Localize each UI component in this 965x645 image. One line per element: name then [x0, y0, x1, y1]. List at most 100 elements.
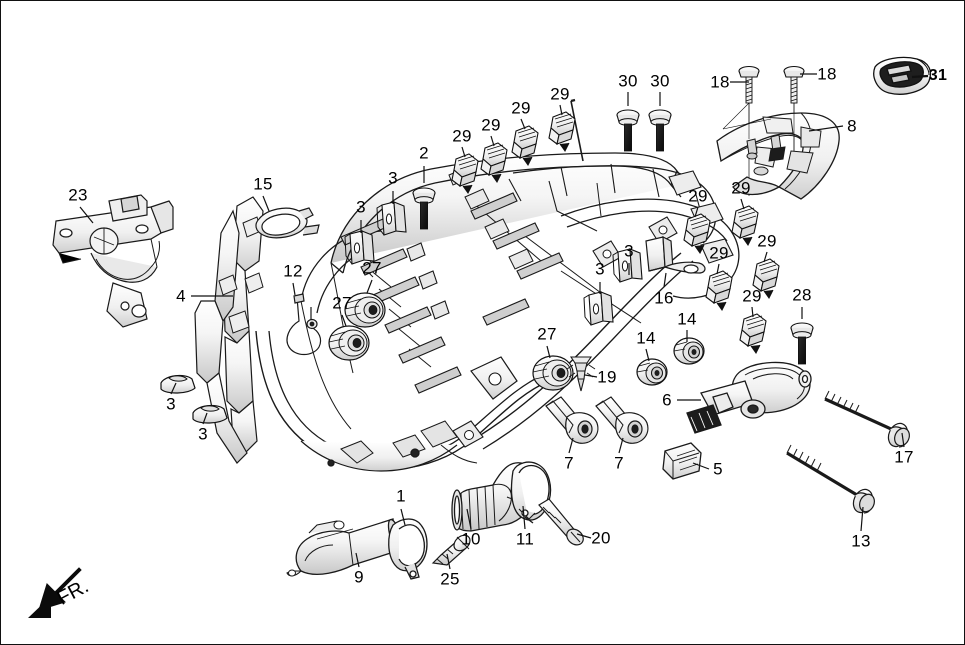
callout-rubber-grommet-31: 27: [332, 293, 352, 313]
leader-line-highlighted-pad-45: [911, 74, 929, 79]
leader-line-rubber-grommet-30: [366, 279, 373, 294]
callout-grab-rail-cover-13: 8: [847, 116, 857, 136]
main-frame-assembly: [194, 98, 740, 472]
callout-flange-bolt-33: 28: [792, 285, 812, 305]
callout-wire-clamp-17: 12: [283, 261, 303, 281]
callout-pivot-bolt-long-23: 17: [894, 447, 914, 467]
part-27-grommet-b: [328, 325, 370, 361]
callout-collar-nut-20: 14: [677, 309, 697, 329]
callout-rubber-grommet-30: 27: [362, 258, 382, 278]
part-29-clip-d: [548, 111, 576, 152]
callout-pivot-bolt-long-18: 13: [851, 531, 871, 551]
callout-body-clip-38: 29: [688, 186, 708, 206]
leader-line-rubber-pad-6: [170, 382, 177, 395]
callout-body-clip-41: 29: [757, 231, 777, 251]
part-3-rubber-pad-b: [192, 404, 228, 424]
callout-push-rivet-26: 19: [597, 367, 617, 387]
leader-line-cable-guide-21: [262, 195, 270, 212]
part-1-clamp-band: [388, 518, 428, 580]
leader-line-rubber-grommet-31: [341, 314, 347, 327]
part-30-flange-bolt-right: [648, 109, 672, 152]
leader-line-rubber-pad-7: [202, 412, 208, 425]
callout-exhaust-pipe-14: 9: [354, 567, 364, 587]
part-29-clip-i: [739, 313, 767, 354]
callout-rubber-stopper-9: 5: [713, 459, 723, 479]
callout-highlighted-pad-45: 31: [928, 67, 948, 84]
callout-body-clip-36: 29: [511, 98, 531, 118]
front-direction-marker: [23, 566, 153, 626]
callout-tapping-screw-27: 20: [591, 528, 611, 548]
part-5-rubber-stopper: [662, 442, 702, 480]
part-25-flange-bolt-small: [431, 534, 471, 566]
leader-line-pivot-bolt-long-18: [860, 506, 864, 532]
part-11-hose-clamp: [510, 461, 552, 524]
callout-body-clip-34: 29: [452, 126, 472, 146]
leader-line-engine-hanger-bracket-28: [79, 206, 94, 224]
callout-bracket-stay-3: 3: [356, 197, 366, 217]
part-14-collar-a: [636, 358, 668, 386]
leader-line-damper-pin-12: [618, 437, 624, 454]
leader-line-damper-pin-11: [568, 437, 574, 454]
part-23-engine-hanger-bracket: [52, 194, 174, 328]
leader-line-flange-bolt-small-29: [446, 553, 451, 570]
leader-line-body-clip-40: [716, 263, 720, 275]
callout-flange-bolt-small-29: 25: [440, 569, 460, 589]
callout-cable-guide-21: 15: [253, 174, 273, 194]
callout-body-clip-37: 29: [550, 84, 570, 104]
callout-rubber-grommet-32: 27: [537, 324, 557, 344]
leader-line-exhaust-pipe-14: [355, 552, 360, 568]
part-12-wire-clamp: [286, 293, 322, 356]
part-3-rubber-pad-a: [160, 374, 196, 394]
callout-bracket-stay-2: 3: [388, 168, 398, 188]
leader-line-body-clip-41: [763, 251, 768, 263]
leader-line-rubber-stopper-9: [692, 462, 710, 470]
callout-body-clip-40: 29: [709, 243, 729, 263]
part-17-pivot-bolt: [824, 390, 910, 448]
callout-flange-bolt-24: 18: [710, 72, 730, 92]
leader-line-air-intake-duct-15: [466, 508, 472, 530]
part-13-pivot-bolt: [786, 444, 875, 514]
callout-bracket-stay-4: 3: [595, 259, 605, 279]
callout-leader-lines: [79, 73, 929, 570]
leader-line-pivot-bolt-long-23: [901, 432, 905, 448]
callout-damper-pin-11: 7: [564, 453, 574, 473]
leader-line-body-clip-35: [490, 135, 495, 147]
leader-line-push-rivet-26: [584, 374, 598, 378]
leader-line-grab-rail-cover-13: [808, 125, 844, 132]
callout-flange-bolt-43: 30: [618, 71, 638, 91]
leader-line-clamp-band-0: [400, 508, 406, 526]
callout-flange-bolt-44: 30: [650, 71, 670, 91]
callout-damper-pin-12: 7: [614, 453, 624, 473]
leader-line-tapping-screw-27: [576, 533, 592, 539]
part-27-grommet-c: [532, 355, 574, 391]
part-31-highlighted-pad: [873, 56, 932, 95]
leader-line-body-clip-37: [559, 104, 563, 116]
callout-bracket-stay-5: 3: [624, 241, 634, 261]
part-28-flange-bolt: [790, 322, 814, 365]
part-29-clip-g: [705, 270, 733, 311]
part-8-grab-rail-cover: [716, 102, 840, 200]
part-7-damper-pin-b: [595, 396, 649, 444]
leader-line-body-clip-36: [520, 118, 526, 130]
part-7-damper-pin-a: [545, 396, 599, 444]
part-14-collar-b: [673, 337, 705, 365]
leader-line-earth-terminal-stay-22: [663, 272, 667, 288]
part-15-cable-guide: [255, 207, 320, 239]
part-19-push-rivet: [566, 356, 596, 392]
callout-rubber-pad-6: 3: [166, 394, 176, 414]
callout-down-tube-sub-frame-8: 4: [176, 286, 186, 306]
callout-side-stand-bracket-10: 6: [662, 390, 672, 410]
leader-line-rubber-grommet-32: [546, 345, 551, 359]
leader-line-body-clip-42: [751, 306, 754, 318]
leader-line-body-clip-39: [740, 198, 745, 210]
leader-line-collar-nut-19: [645, 348, 650, 362]
callout-body-clip-42: 29: [742, 286, 762, 306]
part-6-side-stand-bracket: [686, 361, 812, 434]
part-9-exhaust-pipe: [286, 518, 403, 577]
callout-flange-bolt-1: 2: [419, 143, 429, 163]
callout-body-clip-39: 29: [731, 178, 751, 198]
leader-line-body-clip-34: [461, 146, 466, 158]
callout-rubber-pad-7: 3: [198, 424, 208, 444]
leader-line-hose-clamp-16: [522, 505, 526, 530]
